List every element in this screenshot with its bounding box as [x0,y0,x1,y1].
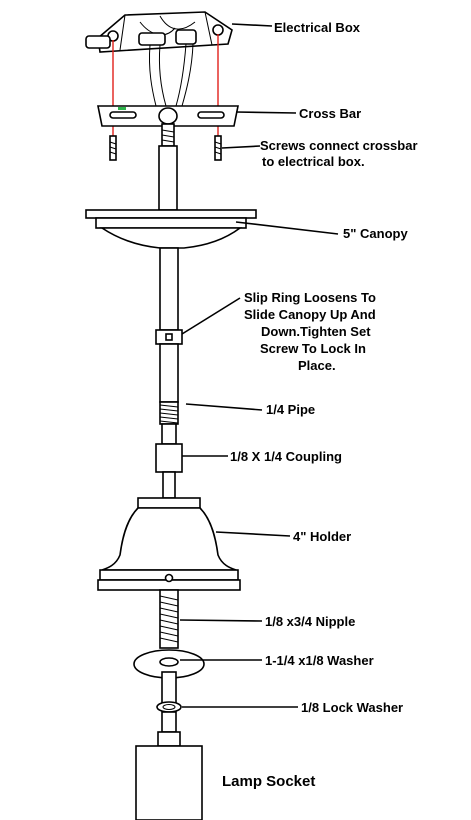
label-slip-ring-line5: Place. [298,358,336,373]
leader-lines [179,23,339,708]
label-slip-ring-line2: Slide Canopy Up And [244,307,376,322]
label-cross-bar: Cross Bar [299,106,361,121]
canopy [85,209,257,249]
cross-bar [97,105,239,127]
mounting-screw-left [109,135,117,161]
nipple [159,589,179,649]
label-slip-ring-line1: Slip Ring Loosens To [244,290,376,305]
label-screws-line1: Screws connect crossbar [260,138,418,153]
mounting-screw-right [214,135,222,161]
electrical-box [85,11,233,107]
holder [97,497,241,591]
label-washer: 1-1/4 x1/8 Washer [265,653,374,668]
label-canopy: 5" Canopy [343,226,408,241]
label-coupling: 1/8 X 1/4 Coupling [230,449,342,464]
label-nipple: 1/8 x3/4 Nipple [265,614,355,629]
label-holder: 4" Holder [293,529,351,544]
pipe-upper [158,123,178,211]
label-screws-line2: to electrical box. [262,154,365,169]
label-lock-washer: 1/8 Lock Washer [301,700,403,715]
label-slip-ring-line4: Screw To Lock In [260,341,366,356]
pipe-lower [159,343,179,403]
washer [133,649,205,679]
nipple-tip [161,711,177,733]
label-pipe: 1/4 Pipe [266,402,315,417]
lamp-socket [135,731,203,820]
nipple-lower [161,671,177,707]
label-slip-ring-line3: Down.Tighten Set [261,324,371,339]
pipe-middle [159,247,179,331]
lock-washer [156,701,182,713]
crossbar-green-mark [118,107,126,110]
nipple-upper [162,471,176,499]
pipe-thread [159,401,179,425]
label-electrical-box: Electrical Box [274,20,361,35]
coupling [155,443,183,473]
slip-ring [155,329,183,345]
label-lamp-socket: Lamp Socket [222,773,315,790]
pipe-bottom [161,423,177,445]
